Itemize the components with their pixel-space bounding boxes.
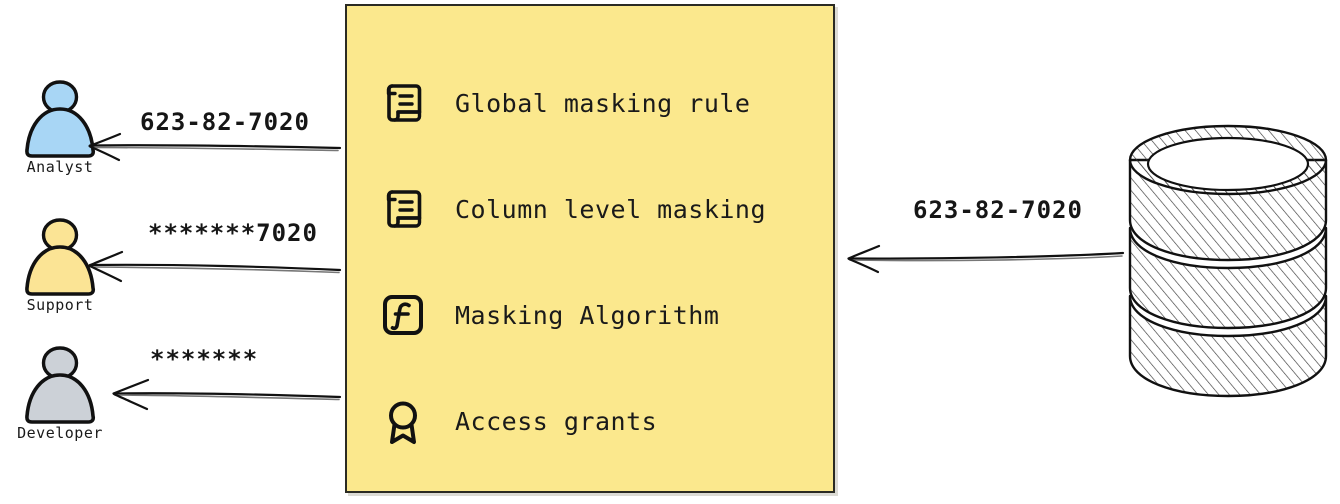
policy-item-global-masking-rule[interactable]: Global masking rule [379,50,819,156]
policy-item-label: Column level masking [455,194,767,224]
flow-label-source: 623-82-7020 [913,196,1083,224]
flow-label-support: *******7020 [148,219,318,247]
arrow-to-analyst [88,132,342,162]
person-icon [25,218,96,296]
policy-item-access-grants[interactable]: Access grants [379,368,819,474]
policy-item-column-level-masking[interactable]: Column level masking [379,156,819,262]
actor-analyst-label: Analyst [26,158,94,176]
actor-analyst[interactable]: Analyst [0,78,120,176]
actor-developer-label: Developer [17,424,103,442]
function-box-icon [383,295,423,335]
arrow-to-support [88,250,342,283]
actor-support-label: Support [26,296,94,314]
policy-panel: Global masking rule Column level masking [345,4,835,493]
actor-developer[interactable]: Developer [0,344,120,442]
policy-item-masking-algorithm[interactable]: Masking Algorithm [379,262,819,368]
award-ribbon-icon [389,401,417,444]
person-icon [25,346,96,424]
arrow-to-developer [112,378,342,411]
policy-item-label: Access grants [455,406,658,436]
actor-support[interactable]: Support [0,216,120,314]
policy-item-label: Masking Algorithm [455,300,720,330]
person-icon [25,80,96,158]
policy-item-label: Global masking rule [455,88,751,118]
scroll-icon [386,190,422,228]
policy-list: Global masking rule Column level masking [379,50,819,474]
flow-label-developer: ******* [150,345,259,373]
flow-label-analyst: 623-82-7020 [140,108,310,136]
database-cylinder-icon [1128,124,1328,398]
arrow-from-database [847,244,1125,274]
database-node[interactable] [1122,118,1334,404]
scroll-icon [386,84,422,122]
